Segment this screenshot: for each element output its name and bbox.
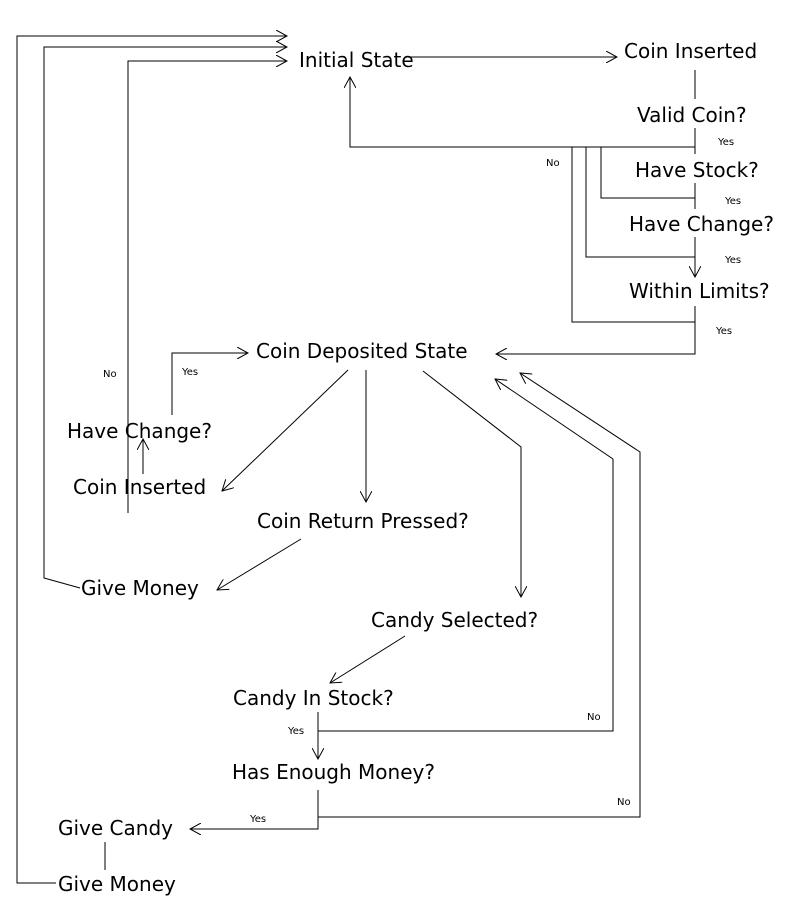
connectors	[16, 36, 696, 884]
label-yes-within-limits: Yes	[715, 326, 732, 337]
node-have-change-left: Have Change?	[67, 419, 212, 443]
node-coin-inserted-left: Coin Inserted	[73, 475, 206, 499]
label-no-has-enough-money: No	[617, 797, 631, 808]
nodes: Initial State Coin Inserted Valid Coin? …	[58, 39, 774, 896]
label-no-checks: No	[546, 158, 560, 169]
edge-coin-deposited-to-coin-inserted-left	[222, 369, 349, 491]
edge-have-change-no-to-initial	[127, 61, 287, 513]
edge-have-stock-no	[600, 147, 695, 199]
label-yes-have-change-left: Yes	[181, 367, 198, 378]
label-no-have-change-left: No	[103, 369, 117, 380]
label-yes-valid-coin: Yes	[717, 137, 734, 148]
edge-candy-in-stock-no-to-coin-deposited	[318, 379, 614, 732]
edge-have-change-no	[585, 147, 695, 258]
edge-have-change-left-yes-to-coin-deposited	[171, 353, 248, 415]
node-give-candy: Give Candy	[58, 816, 173, 840]
node-within-limits: Within Limits?	[629, 279, 770, 303]
edge-candy-selected-to-candy-in-stock	[330, 635, 406, 683]
node-coin-deposited-state: Coin Deposited State	[256, 339, 468, 363]
edge-within-limits-no	[571, 147, 696, 323]
node-candy-in-stock: Candy In Stock?	[233, 686, 394, 710]
node-valid-coin: Valid Coin?	[637, 103, 747, 127]
edge-coin-return-to-give-money	[217, 538, 302, 590]
node-give-money-mid: Give Money	[81, 576, 199, 600]
edge-has-enough-money-no-to-coin-deposited	[318, 373, 641, 818]
label-yes-have-stock: Yes	[724, 196, 741, 207]
label-no-candy-in-stock: No	[587, 712, 601, 723]
edge-valid-coin-no-to-initial	[350, 77, 695, 148]
edge-labels: Yes No Yes Yes Yes No Yes Yes No Yes No	[103, 137, 741, 825]
edge-give-money-mid-to-initial	[43, 47, 287, 589]
label-yes-candy-in-stock: Yes	[287, 726, 304, 737]
label-yes-have-change: Yes	[724, 255, 741, 266]
node-give-money-bottom: Give Money	[58, 872, 176, 896]
node-have-change-top: Have Change?	[629, 212, 774, 236]
edge-coin-deposited-to-candy-selected	[422, 370, 521, 597]
node-candy-selected: Candy Selected?	[371, 608, 538, 632]
edge-within-limits-yes-to-coin-deposited	[496, 322, 696, 354]
label-yes-has-enough-money: Yes	[249, 814, 266, 825]
edge-has-enough-money-to-give-candy	[190, 790, 319, 829]
node-has-enough-money: Has Enough Money?	[232, 760, 435, 784]
node-coin-inserted-top: Coin Inserted	[624, 39, 757, 63]
node-have-stock: Have Stock?	[635, 158, 759, 182]
node-initial-state: Initial State	[299, 48, 414, 72]
edge-give-money-bottom-to-initial	[16, 36, 287, 884]
node-coin-return-pressed: Coin Return Pressed?	[257, 509, 469, 533]
